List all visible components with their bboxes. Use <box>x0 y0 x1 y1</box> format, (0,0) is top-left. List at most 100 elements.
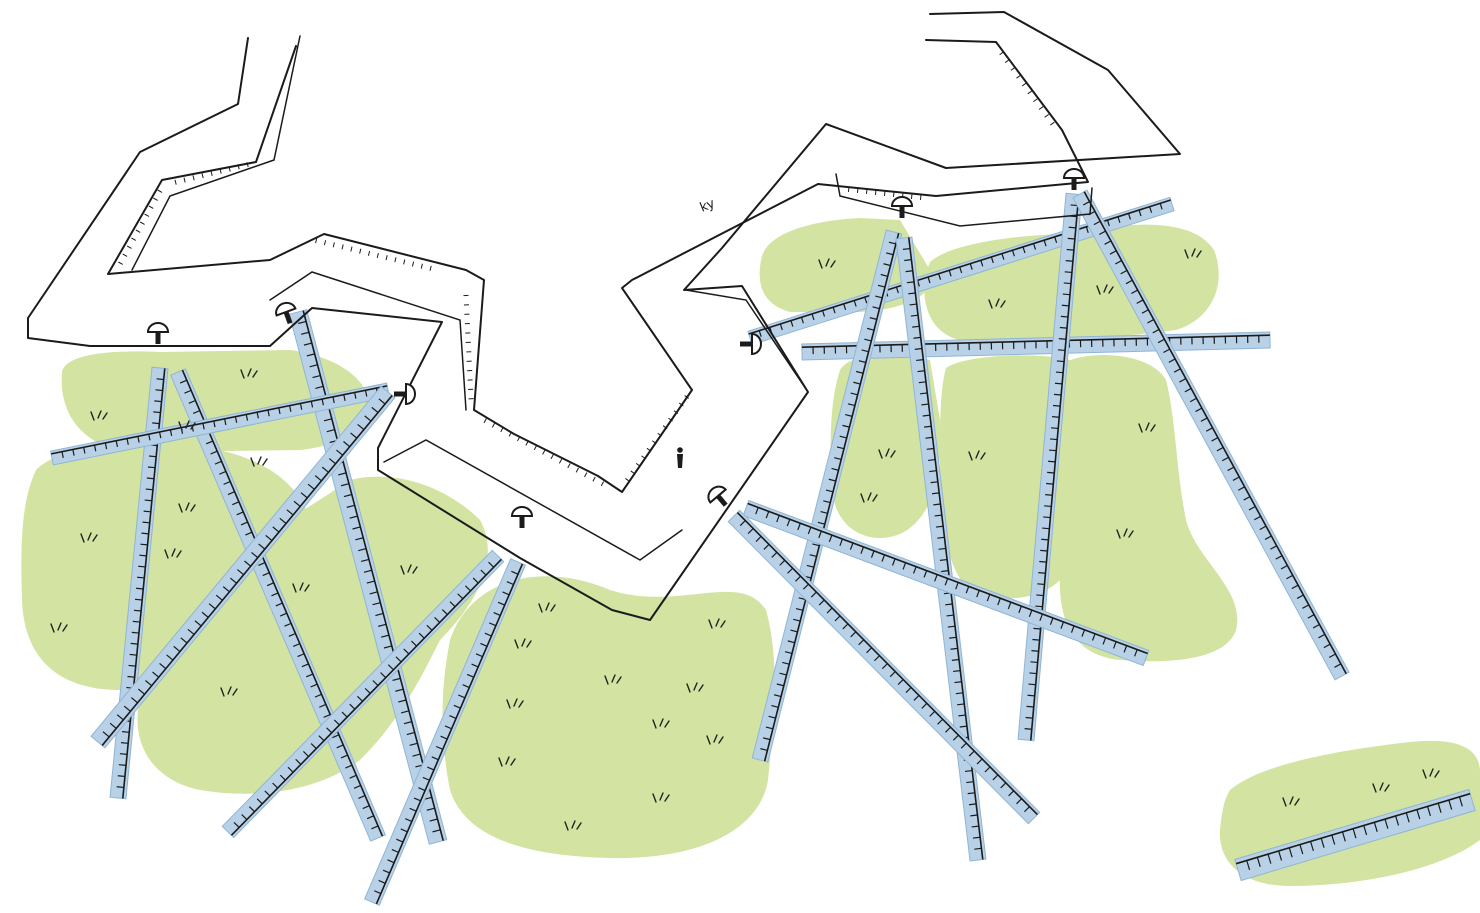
meadow-patch <box>137 476 488 794</box>
grass-tuft-icon <box>652 792 670 803</box>
wall-tick <box>153 197 158 201</box>
grass-tuft-icon <box>988 298 1006 309</box>
meadow-patches <box>21 218 1480 886</box>
wall-tick <box>332 242 335 248</box>
lamp-icon <box>1062 168 1086 190</box>
wall-tick <box>1010 67 1016 71</box>
wall-tick <box>122 253 128 257</box>
grass-tuft-icon <box>538 602 556 613</box>
grass-tuft-icon <box>1184 248 1202 259</box>
grass-tuft-icon <box>292 582 310 593</box>
meadow-patch <box>61 350 369 452</box>
wall-tick <box>411 261 415 267</box>
grass-tuft-icon <box>178 502 196 513</box>
grass-tuft-icon <box>80 532 98 543</box>
wall-tick <box>625 478 630 482</box>
wall-tick <box>210 170 213 176</box>
grass-tuft-icon <box>50 622 68 633</box>
wall-tick <box>668 417 673 422</box>
wall-tick <box>1038 106 1044 110</box>
wall-tick <box>641 455 646 460</box>
wall-tick <box>174 179 177 185</box>
grass-tuft-icon <box>1138 422 1156 433</box>
grass-tuft-icon <box>968 450 986 461</box>
wall-tick <box>135 229 141 233</box>
wall-battlement-ticks <box>118 51 1055 487</box>
wall-tick <box>350 246 353 252</box>
path-ladder <box>1017 192 1083 742</box>
wall-tick <box>183 177 186 183</box>
wall-tick <box>201 173 204 179</box>
wall-tick <box>600 481 605 487</box>
grass-tuft-icon <box>708 618 726 629</box>
lamp-icon <box>740 332 762 356</box>
grass-tuft-icon <box>818 258 836 269</box>
lamps <box>146 168 1086 528</box>
grass-tuft-icon <box>564 820 582 831</box>
wall-tick <box>148 205 154 209</box>
wall-tick <box>429 265 432 271</box>
wall-tick <box>315 238 318 244</box>
wall-tick <box>558 458 563 464</box>
wall-edge <box>269 271 467 411</box>
wall-tick <box>144 213 150 217</box>
path-ladder <box>727 509 1041 825</box>
wall-tick <box>533 445 538 451</box>
wall-tick <box>1004 59 1010 63</box>
wall-tick <box>192 175 195 181</box>
wall-tick <box>542 449 546 455</box>
wall-tick <box>500 427 504 433</box>
wall-scribble: ky <box>698 196 718 216</box>
wall-tick <box>420 263 423 269</box>
grass-tuft-icon <box>90 410 108 421</box>
path-ladder <box>90 385 396 749</box>
path-ladder <box>363 558 527 906</box>
wall-tick <box>483 418 487 424</box>
wall-tick <box>1033 98 1038 103</box>
wall-tick <box>865 188 868 195</box>
wall-tick <box>847 186 850 193</box>
wall-tick <box>1044 113 1050 118</box>
grass-tuft-icon <box>652 718 670 729</box>
grass-tuft-icon <box>1372 782 1390 793</box>
wall-outer-line <box>27 11 1181 621</box>
wall-tick <box>341 244 344 250</box>
wall-tick <box>646 447 652 452</box>
wall-tick <box>394 257 397 263</box>
meadow-patch <box>1058 355 1238 662</box>
lamp-icon <box>275 301 297 325</box>
wall-tick <box>228 166 231 172</box>
wall-tick <box>1016 74 1021 79</box>
lamp-icon <box>890 196 914 218</box>
wall-tick <box>856 187 859 194</box>
grass-tuft-icon <box>514 638 532 649</box>
wall-tick <box>157 189 163 193</box>
grass-tuft-icon <box>1282 796 1300 807</box>
path-ladder <box>50 382 390 466</box>
wall-tick <box>575 467 579 473</box>
lamp-icon <box>394 382 416 406</box>
wall-tick <box>635 462 641 467</box>
path-ladder <box>742 499 1150 667</box>
wall-tick <box>246 162 249 168</box>
grass-tuft-icon <box>506 698 524 709</box>
wall-tick <box>385 255 388 261</box>
person-icon <box>677 447 683 468</box>
meadow-patch <box>442 576 775 859</box>
wall-tick <box>883 190 886 197</box>
wall-edge <box>685 289 809 393</box>
wall-edge <box>383 439 683 561</box>
fortress-wall <box>27 11 1181 621</box>
wall-tick <box>139 221 145 225</box>
path-ladder <box>221 549 505 839</box>
grass-tuft-icon <box>220 686 238 697</box>
wall-tick <box>550 454 554 460</box>
grass-tuft-icon <box>178 420 196 431</box>
wall-tick <box>684 395 689 399</box>
wall-tick <box>910 193 913 200</box>
wall-tick <box>892 191 895 198</box>
wall-tick <box>584 472 588 478</box>
wall-tick <box>657 432 663 437</box>
wall-tick <box>567 463 571 469</box>
path-ladder <box>1072 189 1350 681</box>
